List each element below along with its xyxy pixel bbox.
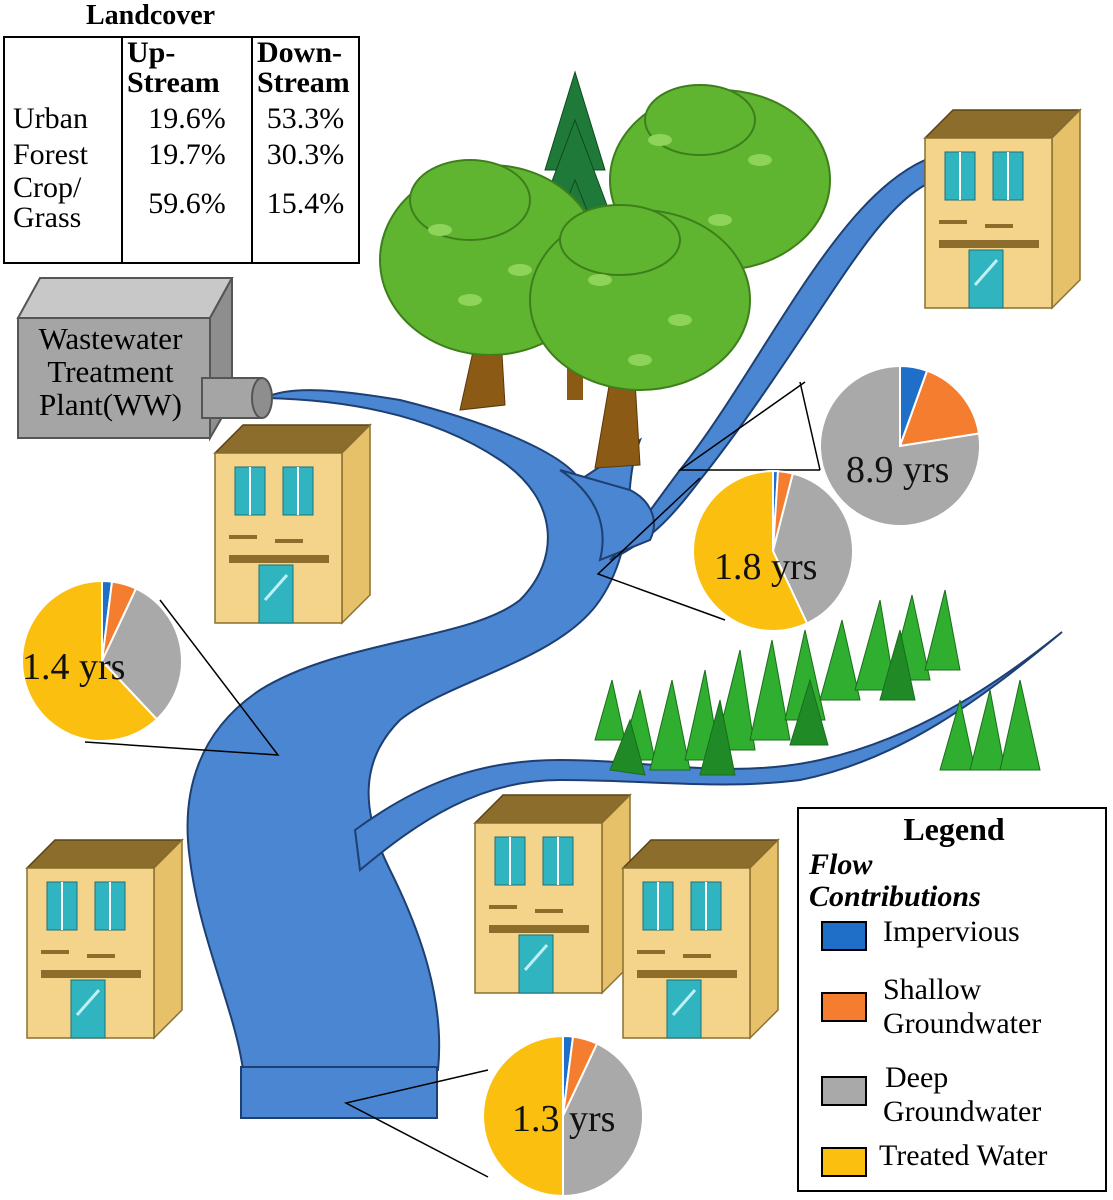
pie-charts <box>21 364 981 1198</box>
legend-label-deep: Deep Groundwater <box>883 1061 1042 1128</box>
cell-crop-up: 59.6% <box>122 173 253 263</box>
forest <box>379 70 831 469</box>
cell-crop-down: 15.4% <box>266 187 345 220</box>
cell-urban-up: 19.6% <box>122 101 253 137</box>
landcover-header-upstream: Up- Stream <box>122 37 253 101</box>
cell-forest-down: 30.3% <box>266 138 345 171</box>
table-row: Urban 19.6% 53.3% <box>4 101 359 137</box>
pie-upstream-right-slice-deep <box>819 364 981 527</box>
pie-left-slice-treated <box>21 579 159 742</box>
legend: Legend Flow Contributions Impervious Sha… <box>797 807 1107 1192</box>
river <box>186 158 1063 1119</box>
pie-outlet <box>482 1034 644 1198</box>
landcover-header-downstream: Down- Stream <box>257 36 350 99</box>
legend-swatch-deep <box>821 1076 867 1106</box>
building-lower-center <box>473 793 632 995</box>
grassland <box>594 589 1041 776</box>
table-row: Forest 19.7% 30.3% <box>4 137 359 173</box>
legend-subtitle: Flow Contributions <box>809 848 981 913</box>
row-label-forest: Forest <box>4 137 123 173</box>
pie-outlet-slice-deep <box>562 1042 644 1198</box>
pie-left-slice-deep <box>100 587 183 721</box>
legend-label-shallow: Shallow Groundwater <box>883 973 1042 1040</box>
pie-upstream-right-slice-shallow <box>898 369 981 448</box>
wastewater-plant <box>16 277 273 442</box>
pie-outlet-slice-treated <box>482 1034 564 1198</box>
pie-left <box>21 579 183 742</box>
pie-label-middle: 1.8 yrs <box>714 546 818 588</box>
pie-label-left: 1.4 yrs <box>22 646 126 688</box>
landcover-title: Landcover <box>86 0 216 31</box>
building-lower-right <box>621 838 780 1040</box>
pie-label-outlet: 1.3 yrs <box>512 1098 616 1140</box>
pie-middle-slice-treated <box>692 469 809 632</box>
pie-middle-slice-deep <box>771 472 854 625</box>
plant-label: Wastewater Treatment Plant(WW) <box>38 321 183 422</box>
legend-swatch-impervious <box>821 921 867 951</box>
row-label-urban: Urban <box>4 101 123 137</box>
pie-upstream-right <box>819 364 981 527</box>
legend-swatch-treated <box>821 1147 867 1177</box>
row-label-crop-grass: Crop/ Grass <box>4 173 123 263</box>
cell-urban-down: 53.3% <box>266 102 345 135</box>
pie-label-upstream-right: 8.9 yrs <box>846 449 950 491</box>
table-row: Crop/ Grass 59.6% 15.4% <box>4 173 359 263</box>
legend-swatch-shallow <box>821 992 867 1022</box>
legend-title: Legend <box>903 811 1005 847</box>
building-lower-left <box>25 838 184 1040</box>
landcover-table: Up- Stream Down- Stream Urban 19.6% 53.3… <box>3 36 360 264</box>
building-upper-left <box>213 423 372 625</box>
building-top-right <box>923 108 1082 310</box>
pie-middle <box>692 469 854 632</box>
cell-forest-up: 19.7% <box>122 137 253 173</box>
legend-label-treated: Treated Water <box>879 1139 1048 1172</box>
landcover-header-blank <box>4 37 123 101</box>
legend-label-impervious: Impervious <box>883 915 1020 948</box>
